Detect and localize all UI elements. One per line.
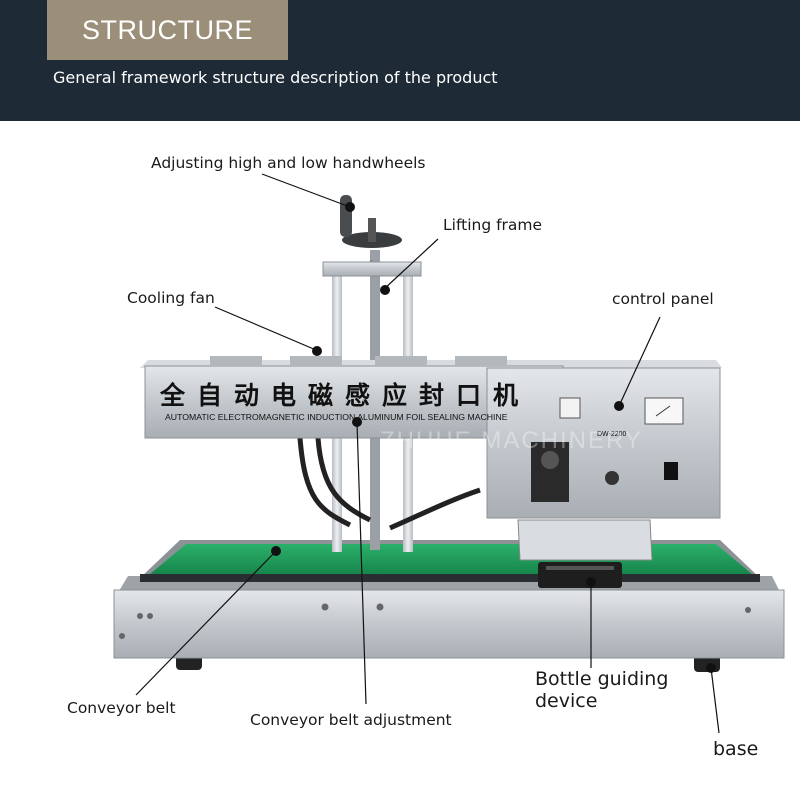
label-bottle-guiding: Bottle guiding device: [535, 668, 669, 712]
label-handwheels: Adjusting high and low handwheels: [151, 154, 426, 172]
header-banner: STRUCTURE General framework structure de…: [0, 0, 800, 121]
chinese-title: 全自动电磁感应封口机: [159, 381, 530, 410]
label-belt-adjustment: Conveyor belt adjustment: [250, 711, 452, 729]
conveyor-belt-graphic: [140, 540, 760, 582]
label-lifting-frame: Lifting frame: [443, 216, 543, 234]
bottle-guide-graphic: [517, 519, 653, 588]
label-control-panel: control panel: [612, 290, 714, 308]
section-badge: STRUCTURE: [47, 0, 288, 60]
section-subtitle: General framework structure description …: [53, 68, 498, 87]
label-conveyor-belt: Conveyor belt: [67, 699, 176, 717]
watermark: ZHUHE MACHINERY: [380, 427, 643, 454]
label-base: base: [713, 738, 759, 760]
model-number: DW-2200: [597, 431, 627, 438]
leader-lines: [135, 173, 720, 734]
machine-base: [113, 576, 785, 659]
leader-dots: [271, 202, 716, 673]
label-cooling-fan: Cooling fan: [127, 289, 215, 307]
english-title: AUTOMATIC ELECTROMAGNETIC INDUCTION ALUM…: [165, 412, 508, 422]
